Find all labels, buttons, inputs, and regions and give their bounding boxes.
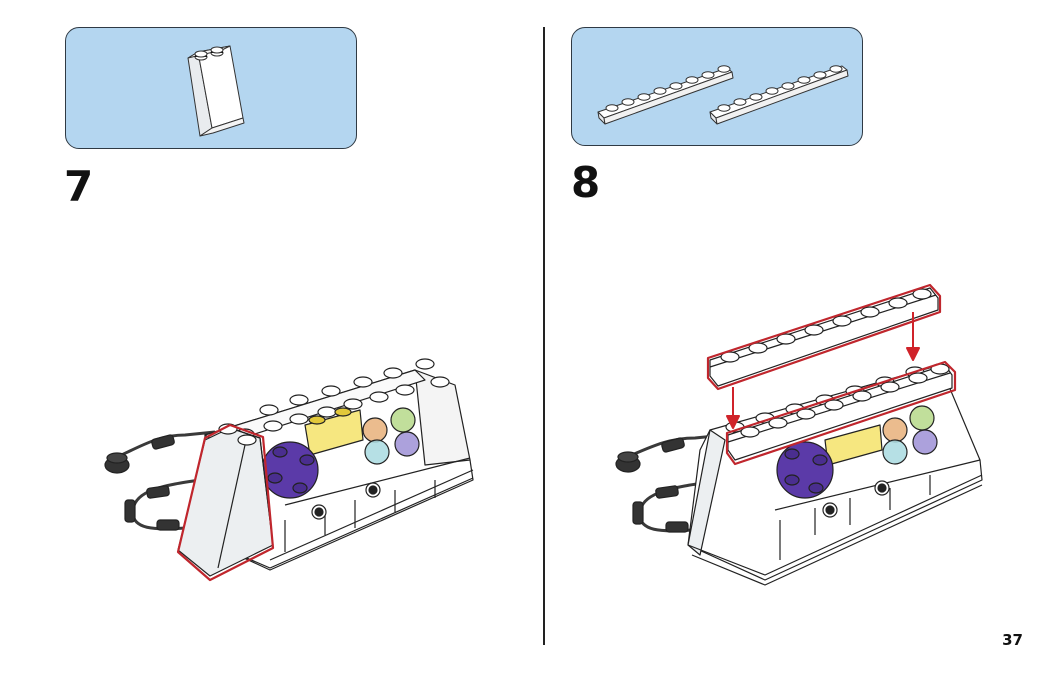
step-number-8: 8 [571, 158, 601, 207]
page-divider [543, 27, 545, 645]
step-8-highlight-upper [706, 283, 942, 391]
purple-round-brick [776, 441, 834, 499]
arrow-head [906, 347, 920, 361]
cyan-transparent-tile [364, 439, 390, 465]
orange-transparent-tile [362, 417, 388, 443]
cable-sleeve [151, 434, 175, 450]
cable-sleeve [146, 485, 170, 499]
step-8-highlight-lower [725, 360, 957, 466]
page-number: 37 [1002, 631, 1023, 649]
cable-sleeve [632, 501, 644, 525]
arrow-head [726, 415, 740, 429]
lavender-transparent-tile [912, 429, 938, 455]
step-number-7: 7 [64, 162, 94, 211]
cable-sleeve [665, 521, 689, 533]
step-8-model-illustration [615, 283, 983, 586]
cable-sleeve [655, 485, 679, 499]
lavender-transparent-tile [394, 431, 420, 457]
cyan-transparent-tile [882, 439, 908, 465]
slope-brick-part-icon [187, 45, 245, 137]
step-7-highlight-outline [176, 423, 275, 582]
step-7-model-illustration [104, 358, 474, 582]
step-8-parts-box [571, 27, 863, 146]
purple-round-brick [261, 441, 319, 499]
plate-1x8-parts-icon [597, 65, 849, 125]
step-7-parts-box [65, 27, 357, 149]
green-transparent-tile [909, 405, 935, 431]
green-transparent-tile [390, 407, 416, 433]
cable-sleeve [156, 519, 180, 531]
cable-sleeve [661, 437, 685, 453]
cable-sleeve [124, 499, 136, 523]
orange-transparent-tile [882, 417, 908, 443]
